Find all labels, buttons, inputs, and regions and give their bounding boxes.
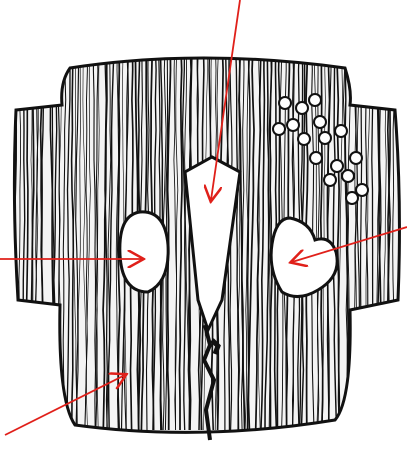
dot	[346, 192, 358, 204]
dot	[287, 119, 299, 131]
dot	[342, 170, 354, 182]
dot	[309, 94, 321, 106]
dot	[273, 123, 285, 135]
dot	[296, 102, 308, 114]
dot	[350, 152, 362, 164]
dot	[331, 160, 343, 172]
dot	[319, 132, 331, 144]
dot	[279, 97, 291, 109]
left-side-hole	[120, 212, 168, 292]
dot	[298, 133, 310, 145]
grain-line	[372, 40, 374, 430]
dot	[310, 152, 322, 164]
dot	[335, 125, 347, 137]
dot	[314, 116, 326, 128]
dot	[324, 174, 336, 186]
